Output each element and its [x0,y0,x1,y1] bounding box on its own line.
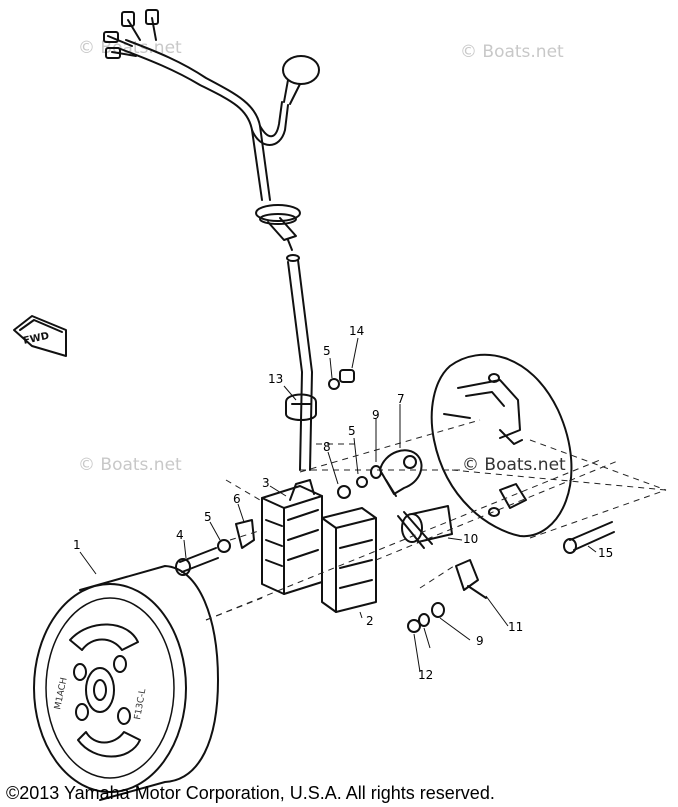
condenser [397,505,453,549]
part-number: 9 [372,408,380,422]
assembly-lines [205,419,667,621]
leader-lines [79,337,597,673]
screw [563,521,615,554]
part-number: 15 [598,546,614,560]
rotor-marking: F13C-L [133,688,148,720]
part-number: 4 [176,528,184,542]
flywheel-rotor [33,565,219,801]
part-number: 5 [323,344,331,358]
part-number: 8 [323,440,331,454]
part-number: 5 [348,424,356,438]
part-number: 3 [262,476,270,490]
part-number: 5 [204,510,212,524]
watermark: © Boats.net [78,455,182,475]
part-number: 12 [418,668,434,682]
screw [175,547,219,576]
watermark: © Boats.net [78,38,182,58]
washer [328,378,340,390]
part-number: 7 [397,392,405,406]
part-number: 1 [73,538,81,552]
stator-base-plate [430,353,573,538]
watermark: © Boats.net [460,42,564,62]
washer [418,613,430,627]
screw [339,369,355,383]
part-number: 2 [366,614,374,628]
part-number: 10 [463,532,479,546]
part-number: 13 [268,372,284,386]
washer [431,602,445,618]
part-number: 6 [233,492,241,506]
grommet [255,204,301,251]
screw [407,619,421,633]
lead-wire [286,254,313,471]
fwd-label: FWD [22,331,50,347]
washer [356,476,368,488]
washer [370,465,382,479]
part-number: 9 [476,634,484,648]
bracket [235,519,255,549]
cam-follower [455,559,487,599]
rotor-marking: M1ACH [53,677,70,711]
forward-arrow-icon [13,315,67,357]
screw [337,485,351,499]
wire-harness [103,9,320,201]
watermark: © Boats.net [462,455,566,475]
part-number: 11 [508,620,524,634]
part-number: 14 [349,324,365,338]
wire-clamp [285,393,317,421]
washer [217,539,231,553]
copyright-notice: ©2013 Yamaha Motor Corporation, U.S.A. A… [6,783,495,803]
contact-breaker [379,449,423,497]
charge-coil [321,507,377,613]
